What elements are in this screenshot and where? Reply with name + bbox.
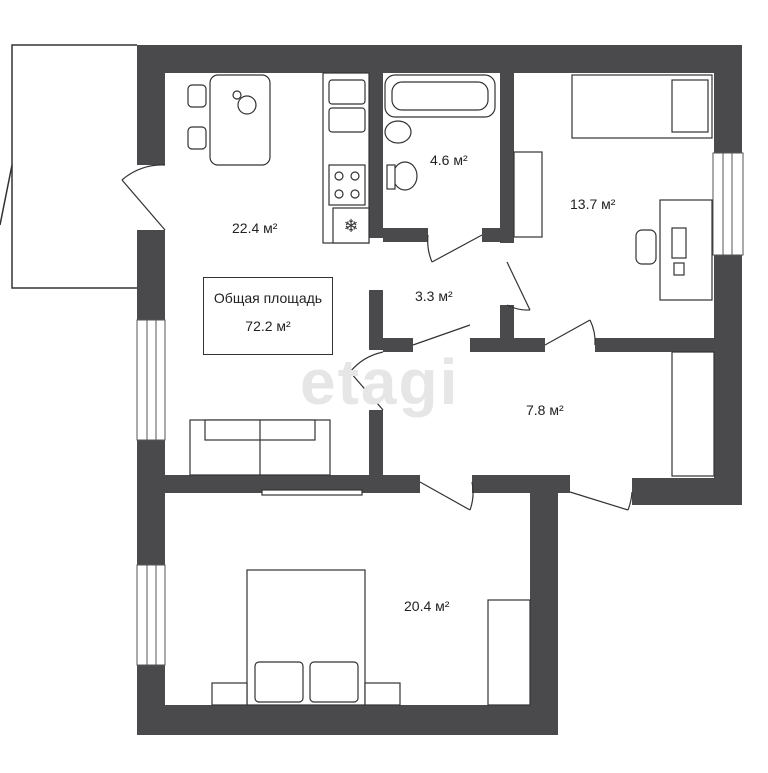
room-area-bedroom-small: 13.7 м² bbox=[570, 196, 616, 212]
total-area-box: Общая площадь 72.2 м² bbox=[203, 277, 333, 355]
room-area-bathroom: 4.6 м² bbox=[430, 152, 468, 168]
room-area-hallway: 7.8 м² bbox=[526, 402, 564, 418]
room-area-kitchen-living: 22.4 м² bbox=[232, 220, 278, 236]
doors bbox=[121, 164, 633, 511]
total-area-value: 72.2 м² bbox=[245, 318, 291, 334]
watermark: etagi bbox=[300, 346, 460, 418]
room-area-wc-storage: 3.3 м² bbox=[415, 288, 453, 304]
windows bbox=[136, 152, 744, 666]
balcony-outline bbox=[0, 44, 137, 289]
total-area-label: Общая площадь bbox=[213, 290, 323, 306]
walls bbox=[137, 45, 742, 735]
room-area-bedroom-large: 20.4 м² bbox=[404, 598, 450, 614]
snowflake-icon: ❄ bbox=[343, 216, 358, 237]
furniture bbox=[187, 72, 715, 706]
